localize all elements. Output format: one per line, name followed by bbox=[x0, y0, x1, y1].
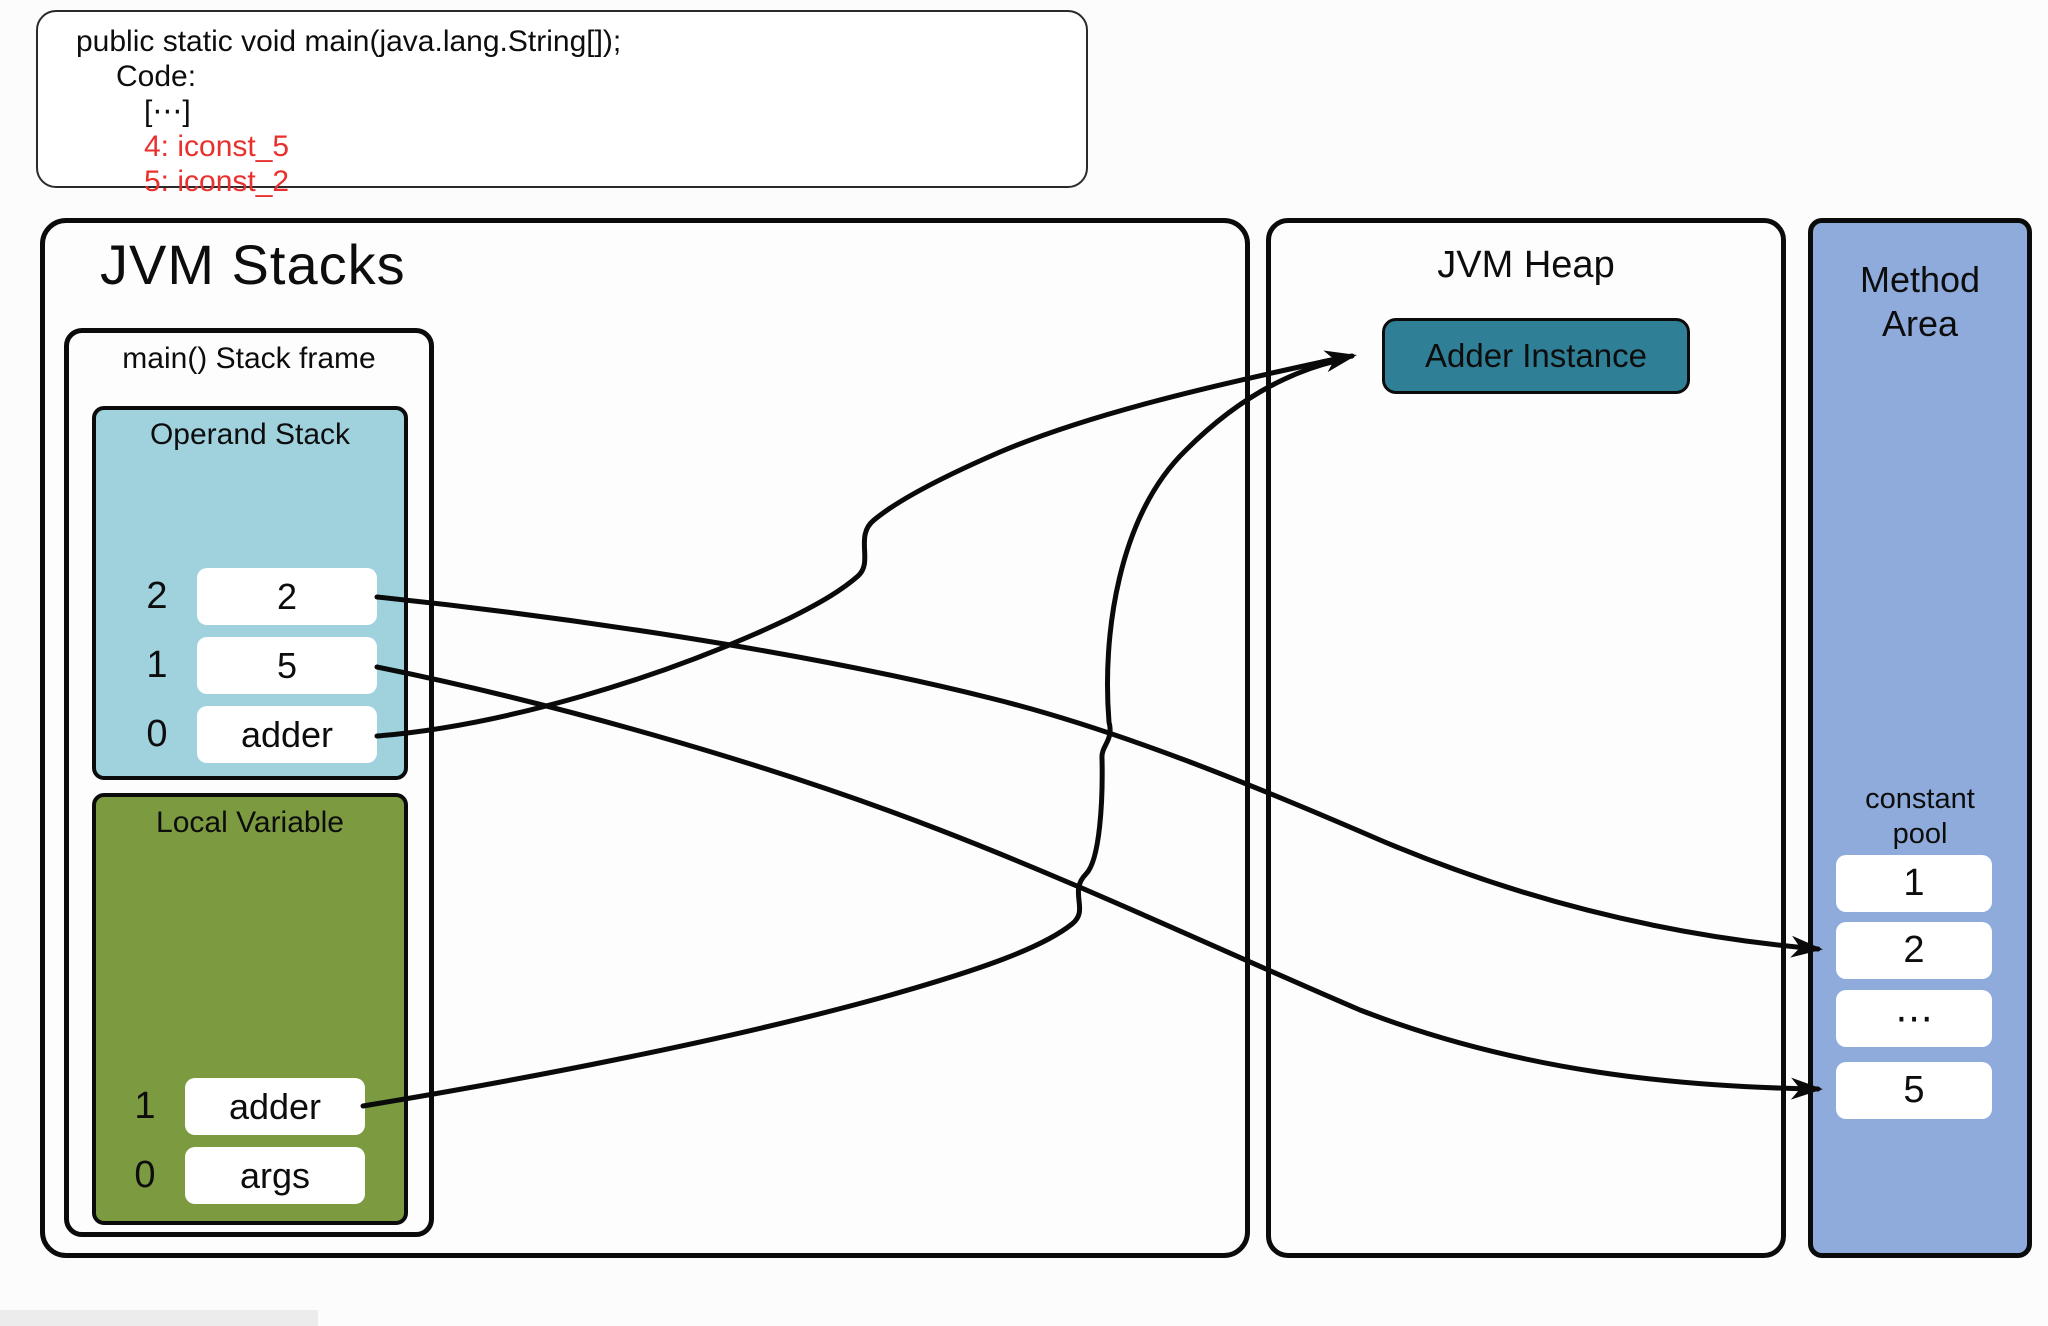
operand-slot-index: 1 bbox=[146, 644, 168, 686]
code-line-code: Code: bbox=[38, 59, 1086, 94]
code-text: [⋯] bbox=[144, 95, 191, 128]
method-area-title-line1: Method bbox=[1859, 259, 1981, 300]
main-stack-frame-title: main() Stack frame bbox=[122, 342, 376, 375]
constant-pool-entry: 5 bbox=[1836, 1062, 1992, 1119]
constant-pool-label-line2: pool bbox=[1892, 818, 1948, 850]
bottom-gray-strip bbox=[0, 1310, 318, 1326]
operand-stack-row: 0 adder bbox=[128, 706, 377, 763]
constant-pool-label: constant pool bbox=[1808, 782, 2032, 852]
code-line-iconst2: 5: iconst_2 bbox=[38, 164, 1086, 199]
local-variable-row: 1 adder bbox=[116, 1078, 365, 1135]
operand-stack-row: 2 2 bbox=[128, 568, 377, 625]
bytecode-panel: public static void main(java.lang.String… bbox=[36, 10, 1088, 198]
jvm-heap-title: JVM Heap bbox=[1437, 244, 1615, 286]
operand-stack-row: 1 5 bbox=[128, 637, 377, 694]
local-slot-value: adder bbox=[185, 1078, 365, 1135]
adder-instance-box: Adder Instance bbox=[1382, 318, 1690, 394]
constant-pool-entry: 2 bbox=[1836, 922, 1992, 979]
code-text-highlight: 5: iconst_2 bbox=[144, 165, 290, 198]
local-slot-value: args bbox=[185, 1147, 365, 1204]
code-line-signature: public static void main(java.lang.String… bbox=[38, 24, 1086, 59]
operand-slot-value: 2 bbox=[197, 568, 377, 625]
local-variable-row: 0 args bbox=[116, 1147, 365, 1204]
local-variable-title: Local Variable bbox=[156, 806, 344, 839]
jvm-stacks-title: JVM Stacks bbox=[100, 233, 406, 296]
method-area-title: Method Area bbox=[1808, 258, 2032, 346]
code-text: Code: bbox=[116, 60, 197, 93]
operand-slot-index: 2 bbox=[146, 575, 168, 617]
operand-slot-index: 0 bbox=[146, 713, 168, 755]
local-slot-index: 0 bbox=[134, 1154, 156, 1196]
local-slot-index: 1 bbox=[134, 1085, 156, 1127]
method-area-title-line2: Area bbox=[1881, 303, 1959, 344]
constant-pool-entry: ⋯ bbox=[1836, 990, 1992, 1047]
code-text-highlight: 4: iconst_5 bbox=[144, 130, 290, 163]
constant-pool-label-line1: constant bbox=[1865, 783, 1975, 815]
operand-slot-value: 5 bbox=[197, 637, 377, 694]
operand-stack-title: Operand Stack bbox=[149, 418, 351, 451]
constant-pool-entry: 1 bbox=[1836, 855, 1992, 912]
operand-slot-value: adder bbox=[197, 706, 377, 763]
code-text: public static void main(java.lang.String… bbox=[76, 25, 622, 58]
code-line-ellipsis: [⋯] bbox=[38, 94, 1086, 129]
code-line-iconst5: 4: iconst_5 bbox=[38, 129, 1086, 164]
